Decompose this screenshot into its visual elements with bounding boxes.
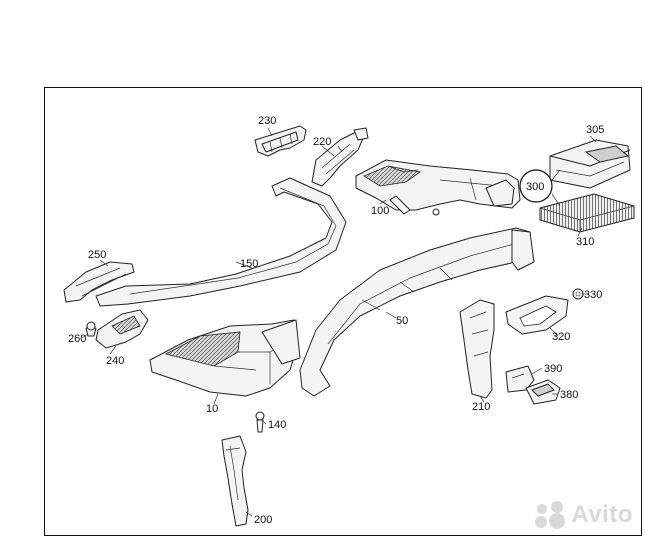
part-305-housing bbox=[549, 139, 631, 189]
label-320: 320 bbox=[552, 331, 570, 343]
leader-lines bbox=[81, 127, 597, 517]
avito-watermark-text: Avito bbox=[571, 501, 633, 528]
label-50: 50 bbox=[396, 315, 408, 327]
label-240: 240 bbox=[106, 355, 124, 367]
label-310: 310 bbox=[576, 236, 594, 248]
part-300-callout bbox=[519, 169, 561, 207]
label-150: 150 bbox=[240, 258, 258, 270]
part-260-clip bbox=[85, 321, 97, 337]
label-230: 230 bbox=[258, 115, 276, 127]
part-390-bracket bbox=[505, 365, 535, 393]
label-220: 220 bbox=[313, 136, 331, 148]
label-300: 300 bbox=[526, 181, 544, 193]
part-50-duct bbox=[299, 227, 535, 397]
label-260: 260 bbox=[68, 333, 86, 345]
label-305: 305 bbox=[586, 124, 604, 136]
label-330: 330 bbox=[584, 289, 602, 301]
part-310-filter bbox=[539, 193, 635, 233]
part-220-bracket bbox=[311, 127, 369, 187]
part-10-tray bbox=[149, 319, 301, 397]
label-210: 210 bbox=[472, 401, 490, 413]
part-230-bracket bbox=[254, 125, 307, 157]
part-240-bracket bbox=[95, 309, 149, 349]
part-320-frame bbox=[505, 295, 569, 335]
label-100: 100 bbox=[371, 205, 389, 217]
label-250: 250 bbox=[88, 249, 106, 261]
label-140: 140 bbox=[268, 419, 286, 431]
part-330-clip bbox=[572, 288, 584, 300]
part-200-bracket bbox=[221, 435, 249, 527]
label-380: 380 bbox=[560, 389, 578, 401]
part-100-panel bbox=[355, 159, 521, 216]
part-140-screw bbox=[255, 411, 265, 433]
label-200: 200 bbox=[254, 514, 272, 526]
label-390: 390 bbox=[544, 363, 562, 375]
avito-watermark: Avito bbox=[533, 500, 633, 530]
part-150-hose bbox=[95, 177, 347, 307]
label-10: 10 bbox=[206, 403, 218, 415]
avito-logo-icon bbox=[535, 501, 566, 529]
part-250-bracket bbox=[63, 261, 135, 303]
part-210-bracket bbox=[459, 299, 495, 399]
